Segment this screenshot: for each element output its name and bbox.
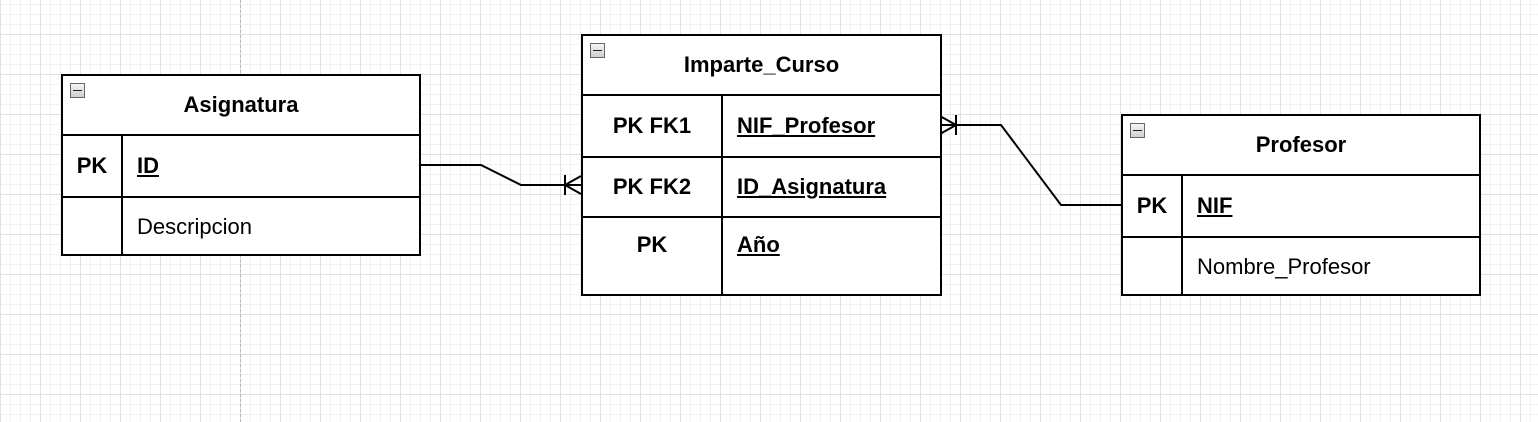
- attribute-row[interactable]: PK NIF: [1123, 176, 1479, 236]
- key-cell: PK: [1123, 176, 1183, 236]
- entity-header[interactable]: Profesor: [1123, 116, 1479, 176]
- entity-header[interactable]: Imparte_Curso: [583, 36, 940, 96]
- entity-profesor[interactable]: Profesor PK NIF Nombre_Profesor: [1121, 114, 1481, 296]
- key-cell: PK: [583, 218, 723, 296]
- field-name: NIF: [1197, 193, 1233, 218]
- field-name: Nombre_Profesor: [1197, 254, 1371, 279]
- key-cell: PK FK1: [583, 96, 723, 156]
- key-cell: PK FK2: [583, 158, 723, 216]
- attribute-row[interactable]: PK ID: [63, 136, 419, 196]
- collapse-icon[interactable]: [590, 43, 605, 58]
- collapse-icon[interactable]: [1130, 123, 1145, 138]
- attribute-row[interactable]: PK FK1 NIF_Profesor: [583, 96, 940, 156]
- field-name: ID_Asignatura: [737, 174, 887, 199]
- crowfoot-many-end: [939, 115, 959, 135]
- entity-asignatura[interactable]: Asignatura PK ID Descripcion: [61, 74, 421, 256]
- field-name: ID: [137, 153, 159, 178]
- attribute-row[interactable]: Nombre_Profesor: [1123, 236, 1479, 296]
- relationship-profesor-imparte-curso[interactable]: [939, 115, 1121, 206]
- key-cell: [1123, 238, 1183, 296]
- relationship-asignatura-imparte-curso[interactable]: [420, 164, 582, 195]
- attribute-row[interactable]: Descripcion: [63, 196, 419, 256]
- entity-title: Imparte_Curso: [683, 52, 840, 77]
- entity-title: Profesor: [1255, 132, 1347, 157]
- field-name: Descripcion: [137, 214, 252, 239]
- crowfoot-many-end: [562, 175, 582, 195]
- entity-title: Asignatura: [183, 92, 299, 117]
- field-name: Año: [737, 232, 780, 257]
- field-name: NIF_Profesor: [737, 113, 876, 138]
- collapse-icon[interactable]: [70, 83, 85, 98]
- attribute-row[interactable]: PK FK2 ID_Asignatura: [583, 156, 940, 216]
- attribute-row[interactable]: PK Año: [583, 216, 940, 296]
- entity-header[interactable]: Asignatura: [63, 76, 419, 136]
- key-cell: PK: [63, 136, 123, 196]
- key-cell: [63, 198, 123, 256]
- entity-imparte-curso[interactable]: Imparte_Curso PK FK1 NIF_Profesor PK FK2…: [581, 34, 942, 296]
